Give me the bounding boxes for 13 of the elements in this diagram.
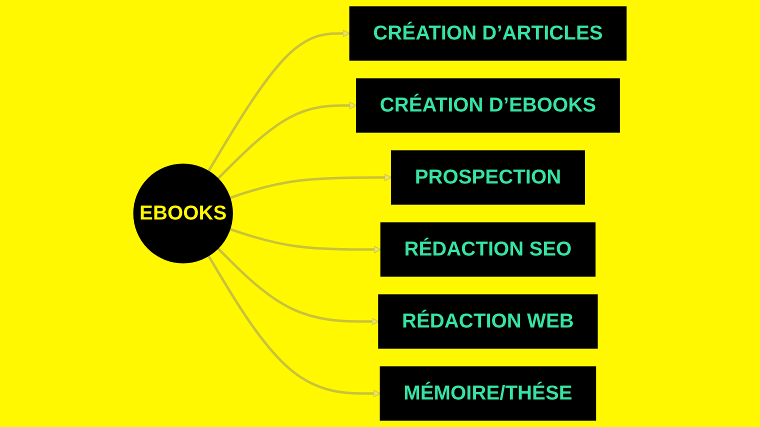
node-box: CRÉATION D’ARTICLES [349,6,627,61]
node-box: MÉMOIRE/THÉSE [380,366,596,421]
arrow [217,102,357,180]
arrow [217,248,379,326]
node-box: CRÉATION D’EBOOKS [356,78,620,133]
arrow [230,174,392,200]
node-circle: EBOOKS [133,164,233,264]
node-box: RÉDACTION WEB [378,294,598,349]
arrow [207,255,381,398]
arrow [208,30,350,172]
node-box: PROSPECTION [391,150,585,205]
node-box: RÉDACTION SEO [380,222,596,277]
arrow [230,228,382,254]
